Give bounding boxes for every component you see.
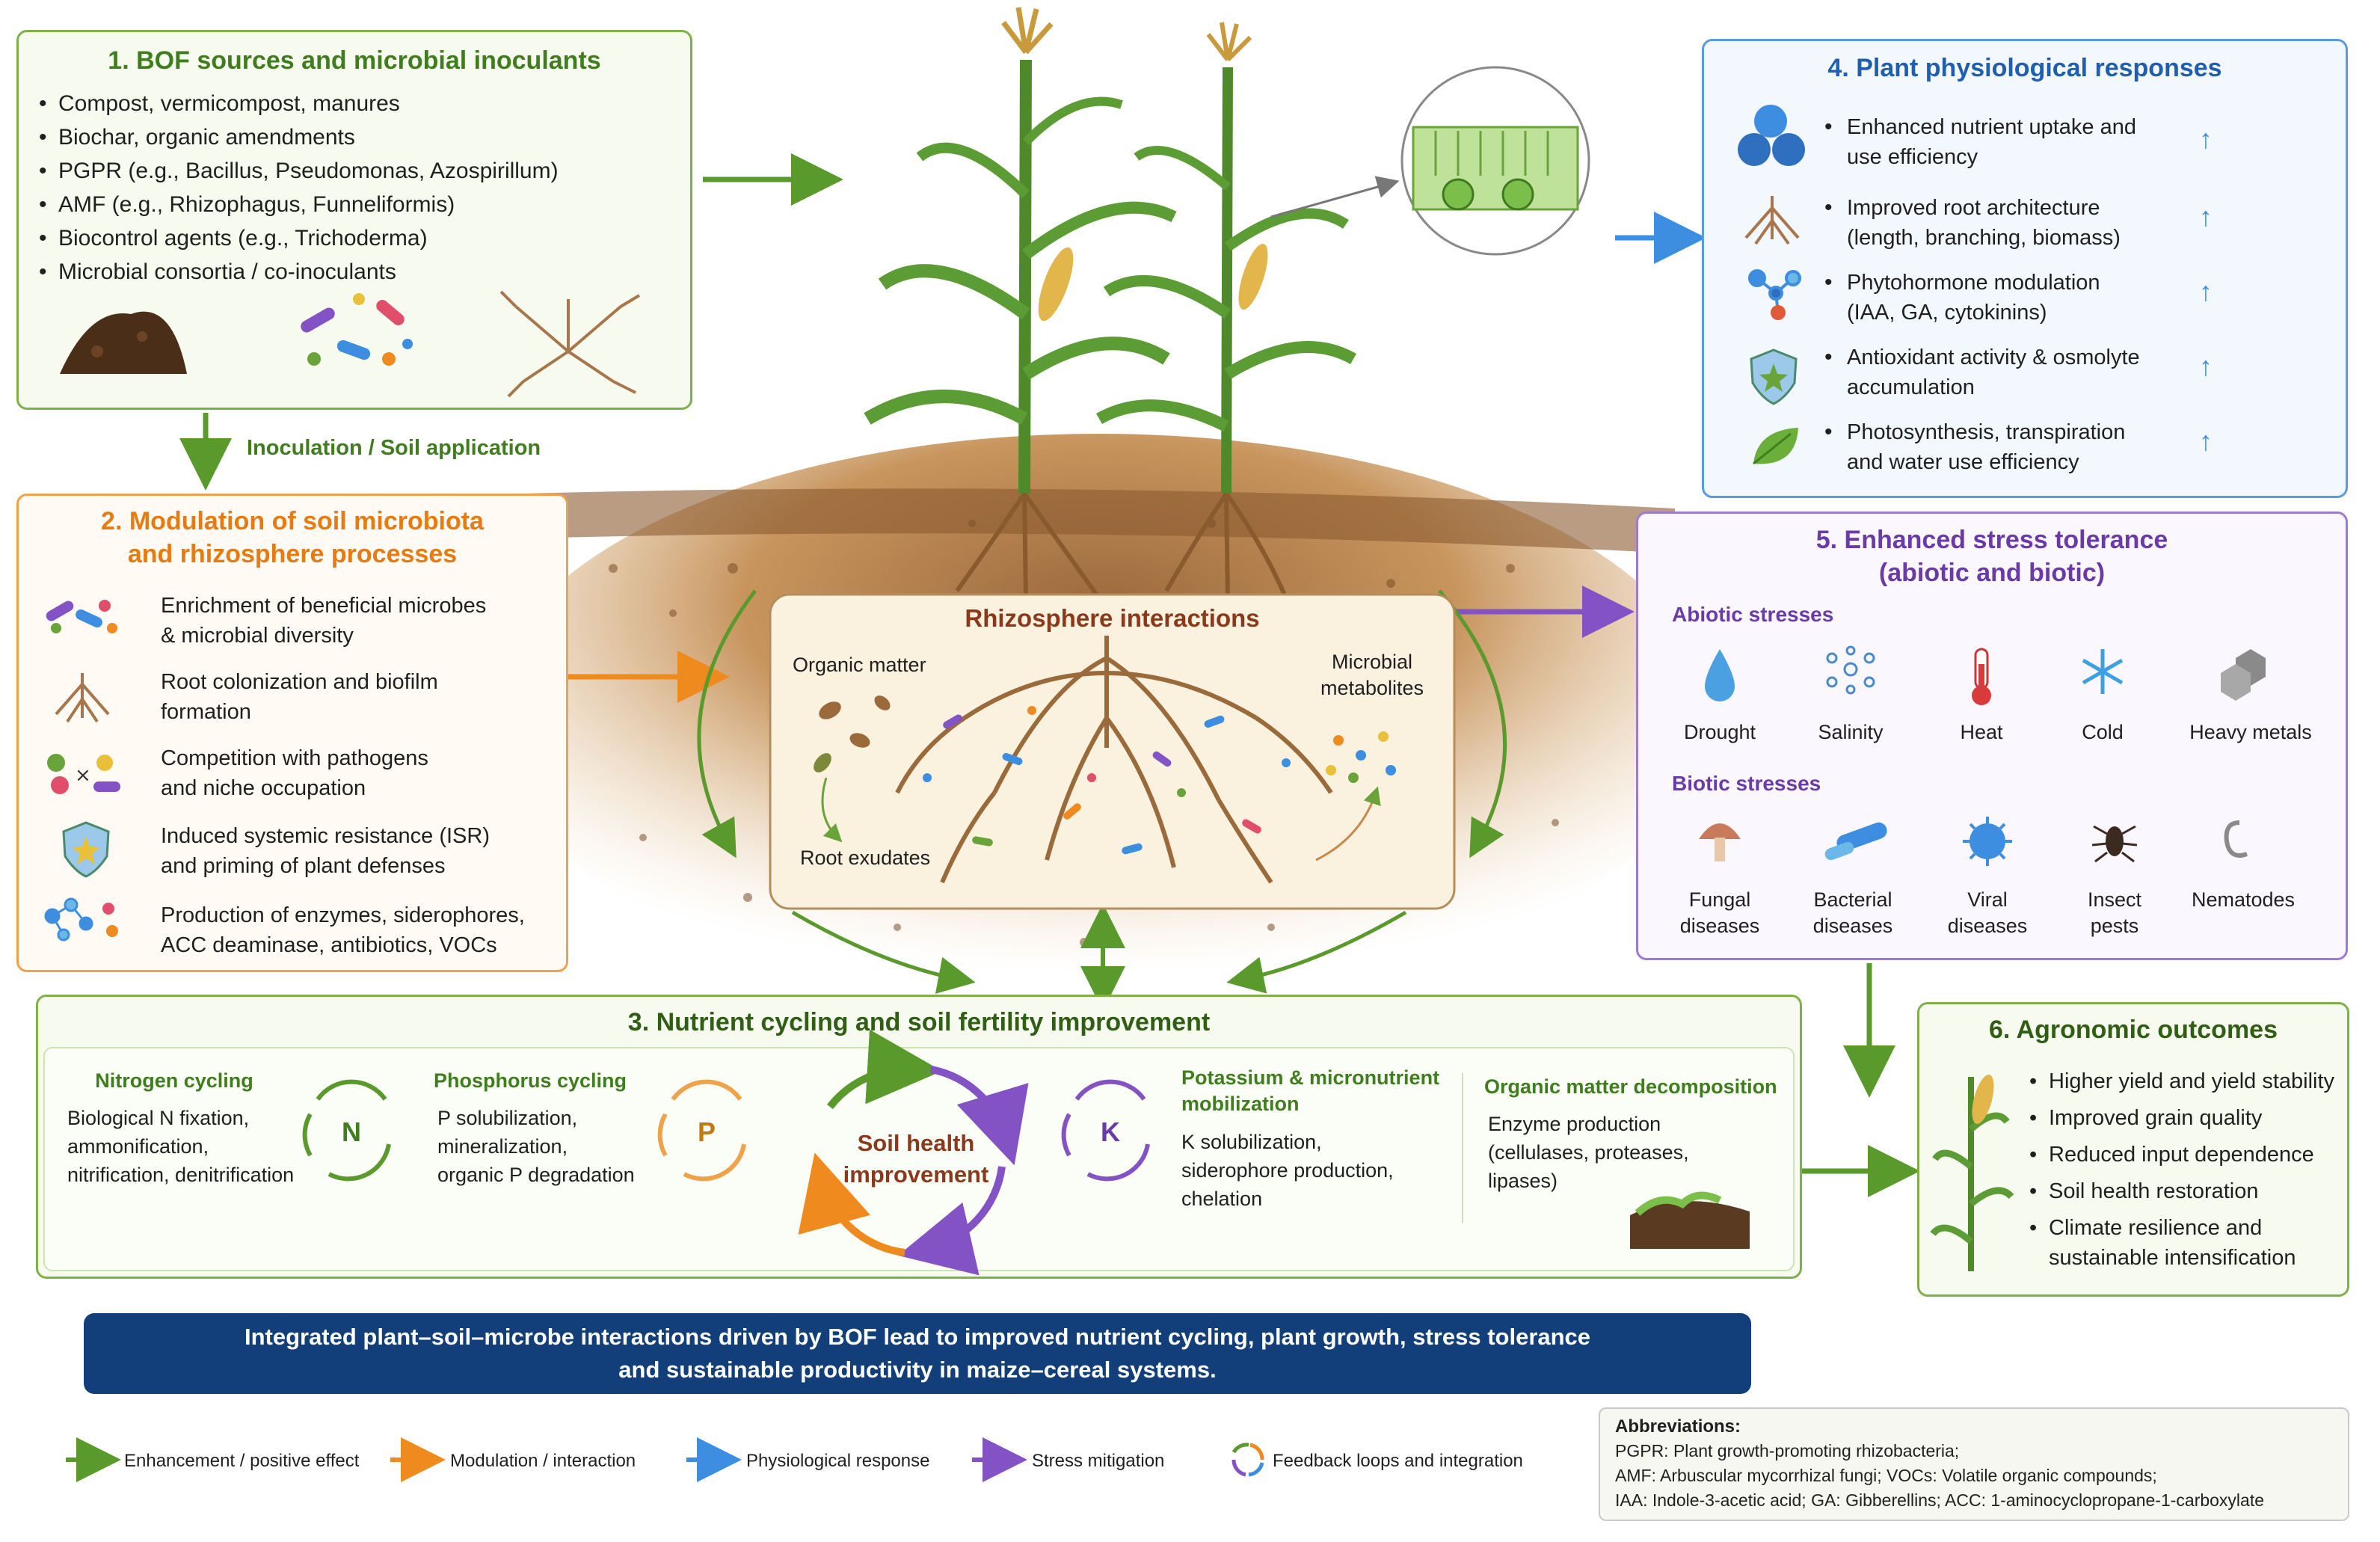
bof-sources-title: 1. BOF sources and microbial inoculants	[108, 46, 601, 75]
list-item: Microbial consortia / co-inoculants	[39, 255, 701, 289]
list-item: Compost, vermicompost, manures	[39, 87, 701, 120]
agronomic-outcomes-title: 6. Agronomic outcomes	[1988, 1016, 2278, 1044]
up-arrow: ↑	[2199, 426, 2213, 456]
potassium-symbol: K	[1101, 1116, 1120, 1147]
stress-nematodes: Nematodes	[2191, 888, 2296, 911]
up-arrow: ↑	[2199, 123, 2213, 154]
organic-decomposition-title: Organic matter decomposition	[1484, 1075, 1777, 1098]
list-item: Improved grain quality	[2029, 1100, 2370, 1137]
list-item: Higher yield and yield stability	[2029, 1063, 2370, 1100]
box2-item-5: Production of enzymes, siderophores,ACC …	[161, 903, 525, 957]
rhizosphere-microbes	[923, 706, 1291, 855]
phosphorus-cycling-title: Phosphorus cycling	[434, 1069, 627, 1092]
nitrogen-cycling-title: Nitrogen cycling	[95, 1069, 253, 1092]
list-item: Biocontrol agents (e.g., Trichoderma)	[39, 221, 701, 255]
microbial-metabolites-icon	[1326, 731, 1396, 783]
organic-matter-icon	[814, 695, 891, 772]
rhizosphere-title: Rhizosphere interactions	[965, 604, 1260, 632]
legend-enhancement: Enhancement / positive effect	[124, 1451, 360, 1471]
up-arrow: ↑	[2199, 201, 2213, 232]
maize-plant-left	[864, 7, 1177, 494]
abiotic-stresses-label: Abiotic stresses	[1672, 603, 1834, 626]
abbreviations-text: PGPR: Plant growth-promoting rhizobacter…	[1615, 1441, 2265, 1510]
soil-microbiota-title-line1: 2. Modulation of soil microbiota	[101, 507, 484, 535]
box4-item-3: Phytohormone modulation(IAA, GA, cytokin…	[1847, 271, 2100, 325]
legend-feedback: Feedback loops and integration	[1273, 1451, 1523, 1471]
plant-physiology-panel	[1702, 39, 2348, 498]
summary-banner-line2: and sustainable productivity in maize–ce…	[618, 1357, 1217, 1383]
rhizosphere-roots	[895, 636, 1333, 884]
inoculation-label: Inoculation / Soil application	[247, 436, 541, 460]
rhizosphere-panel	[769, 593, 1456, 910]
organic-decomposition-text: Enzyme production (cellulases, proteases…	[1488, 1113, 1689, 1192]
microbial-metabolites-label: Microbial metabolites	[1320, 651, 1424, 699]
list-item: Reduced input dependence	[2029, 1137, 2370, 1173]
list-item: Soil health restoration	[2029, 1173, 2370, 1210]
soil-microbiota-panel	[16, 494, 568, 972]
summary-banner	[84, 1313, 1751, 1394]
legend-modulation: Modulation / interaction	[450, 1451, 636, 1471]
agronomic-outcome-continuation: sustainable intensification	[2049, 1246, 2296, 1270]
box2-item-1: Enrichment of beneficial microbes& micro…	[161, 594, 487, 648]
soil-microbiota-title-line2: and rhizosphere processes	[127, 540, 458, 568]
box2-item-4: Induced systemic resistance (ISR)and pri…	[161, 824, 490, 878]
up-arrow: ↑	[2199, 276, 2213, 307]
agronomic-outcomes-list: Higher yield and yield stability Improve…	[2019, 1063, 2370, 1247]
potassium-mobilization-title: Potassium & micronutrient mobilization	[1181, 1066, 1440, 1115]
phosphorus-symbol: P	[697, 1116, 716, 1147]
stress-heavy-metals: Heavy metals	[2189, 721, 2312, 743]
leaf-cross-section-icon	[1400, 66, 1590, 256]
nitrogen-cycling-text: Biological N fixation, ammonification, n…	[67, 1107, 295, 1186]
abbreviations-title: Abbreviations:	[1615, 1416, 1741, 1437]
nutrient-cycling-title: 3. Nutrient cycling and soil fertility i…	[627, 1008, 1211, 1036]
list-item: Biochar, organic amendments	[39, 120, 701, 154]
biotic-stresses-label: Biotic stresses	[1672, 772, 1821, 795]
maize-plant-right	[1096, 22, 1356, 494]
list-item: AMF (e.g., Rhizophagus, Funneliformis)	[39, 188, 701, 221]
up-arrow: ↑	[2199, 351, 2213, 381]
summary-banner-line1: Integrated plant–soil–microbe interactio…	[244, 1324, 1591, 1350]
phosphorus-cycling-text: P solubilization, mineralization, organi…	[437, 1107, 635, 1186]
stress-cold: Cold	[2082, 721, 2124, 743]
organic-divider	[1462, 1073, 1463, 1223]
legend-stress: Stress mitigation	[1032, 1451, 1165, 1471]
root-exudates-label: Root exudates	[800, 847, 931, 869]
stress-heat: Heat	[1960, 721, 2003, 743]
legend-physiological: Physiological response	[746, 1451, 930, 1471]
abbreviations-panel	[1599, 1407, 2349, 1521]
bof-sources-list: Compost, vermicompost, manures Biochar, …	[28, 87, 701, 289]
stress-drought: Drought	[1683, 721, 1756, 743]
potassium-mobilization-text: K solubilization, siderophore production…	[1181, 1131, 1394, 1210]
plant-physiology-title: 4. Plant physiological responses	[1827, 54, 2222, 82]
stress-tolerance-panel	[1636, 512, 2348, 960]
stress-tolerance-title: 5. Enhanced stress tolerance (abiotic an…	[1815, 526, 2168, 587]
list-item: Climate resilience and	[2029, 1210, 2370, 1247]
nitrogen-symbol: N	[342, 1116, 361, 1147]
list-item: PGPR (e.g., Bacillus, Pseudomonas, Azosp…	[39, 154, 701, 188]
box4-item-2: Improved root architecture(length, branc…	[1847, 196, 2121, 250]
soil-health-label: Soil health improvement	[843, 1130, 989, 1188]
stress-salinity: Salinity	[1818, 721, 1884, 743]
organic-matter-label: Organic matter	[793, 654, 926, 676]
